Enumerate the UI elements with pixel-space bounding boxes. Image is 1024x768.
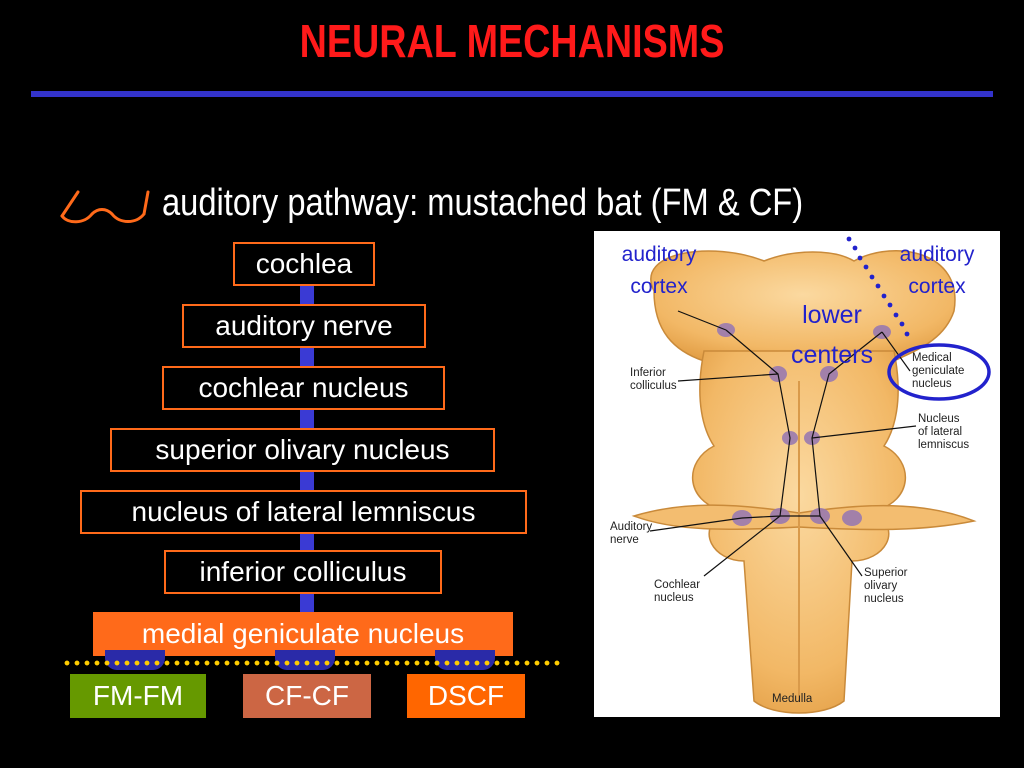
stage-superior-olivary-nucleus: superior olivary nucleus	[110, 428, 495, 472]
box-fm-fm: FM-FM	[70, 674, 206, 718]
label-superior-olivary: Superior olivary nucleus	[864, 567, 908, 605]
brainstem-illustration	[631, 236, 991, 714]
bullet-text: auditory pathway: mustached bat (FM & CF…	[162, 182, 804, 224]
label-cochlear-nucleus: Cochlear nucleus	[654, 579, 701, 604]
label-lateral-lemniscus: Nucleus of lateral lemniscus	[918, 413, 970, 451]
overlay-cortex-right: auditory cortex	[899, 243, 975, 298]
stage-cochlea: cochlea	[233, 242, 375, 286]
title-rule	[31, 91, 993, 97]
box-cf-cf: CF-CF	[243, 674, 371, 718]
stage-cochlear-nucleus: cochlear nucleus	[162, 366, 445, 410]
spectacles-icon	[60, 190, 150, 224]
label-medulla: Medulla	[772, 693, 813, 705]
stage-inferior-colliculus: inferior colliculus	[164, 550, 442, 594]
label-medical-geniculate: Medical geniculate nucleus	[912, 352, 965, 390]
box-dscf: DSCF	[407, 674, 525, 718]
slide-title: NEURAL MECHANISMS	[299, 15, 725, 67]
overlay-lower-centers: lower centers	[791, 301, 873, 369]
label-inferior-colliculus: Inferior colliculus	[630, 367, 677, 392]
stage-nucleus-lateral-lemniscus: nucleus of lateral lemniscus	[80, 490, 527, 534]
label-auditory-nerve: Auditory nerve	[610, 521, 653, 546]
brainstem-figure: auditory cortex lower centers auditory c…	[594, 231, 1000, 717]
dotted-divider	[62, 658, 562, 668]
stage-auditory-nerve: auditory nerve	[182, 304, 426, 348]
overlay-cortex-left: auditory cortex	[621, 243, 697, 298]
